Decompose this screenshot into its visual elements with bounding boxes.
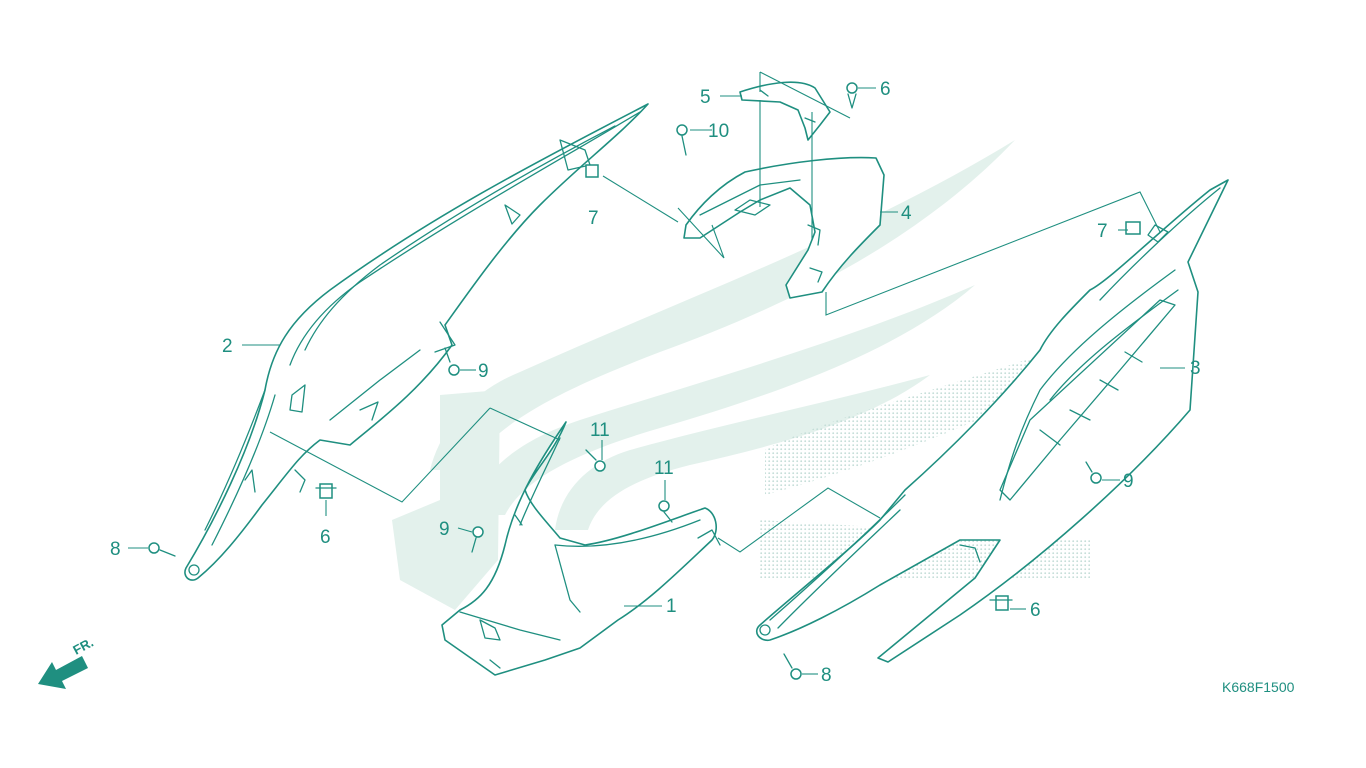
callout-9-left: 9 — [478, 361, 489, 382]
left-side-cover — [184, 103, 649, 581]
callout-6-left: 6 — [320, 527, 331, 548]
screw-icon — [783, 653, 802, 680]
screw-icon — [676, 124, 688, 156]
callout-11-right: 11 — [654, 458, 674, 479]
screw-icon — [148, 542, 176, 557]
diagram-code: K668F1500 — [1222, 679, 1295, 695]
direction-label: FR. — [70, 635, 96, 658]
callout-6-right: 6 — [1030, 600, 1041, 621]
callout-4: 4 — [901, 203, 912, 224]
screw-icon — [585, 449, 606, 472]
callout-8-left: 8 — [110, 539, 121, 560]
screw-icon — [846, 82, 858, 109]
top-bracket — [739, 81, 831, 141]
front-arrow-icon: FR. — [38, 635, 96, 689]
callout-2: 2 — [222, 336, 233, 357]
callout-7-right: 7 — [1097, 221, 1108, 242]
callouts: 1 2 3 4 5 6 6 6 7 7 8 8 9 9 9 10 11 11 — [110, 79, 1201, 686]
screw-icon — [658, 500, 673, 523]
callout-8-right: 8 — [821, 665, 832, 686]
screw-icon — [444, 347, 460, 376]
callout-9-right: 9 — [1123, 471, 1134, 492]
callout-3: 3 — [1190, 358, 1201, 379]
front-lower-cover — [441, 421, 721, 676]
right-side-cover — [755, 179, 1229, 663]
leader-lines — [128, 71, 1185, 675]
screw-icon — [471, 526, 484, 553]
callout-10: 10 — [708, 121, 729, 142]
screw-icon — [1085, 461, 1102, 484]
callout-6-top: 6 — [880, 79, 891, 100]
clip-nut-icon — [1125, 221, 1141, 235]
callout-9-center: 9 — [439, 519, 450, 540]
callout-7-left: 7 — [588, 208, 599, 229]
clip-nut-icon — [585, 164, 599, 178]
callout-11-left: 11 — [590, 420, 610, 441]
callout-5: 5 — [700, 87, 711, 108]
fasteners — [148, 82, 1141, 680]
clip-nut-icon — [315, 483, 337, 499]
callout-1: 1 — [666, 596, 677, 617]
clip-nut-icon — [989, 595, 1013, 611]
